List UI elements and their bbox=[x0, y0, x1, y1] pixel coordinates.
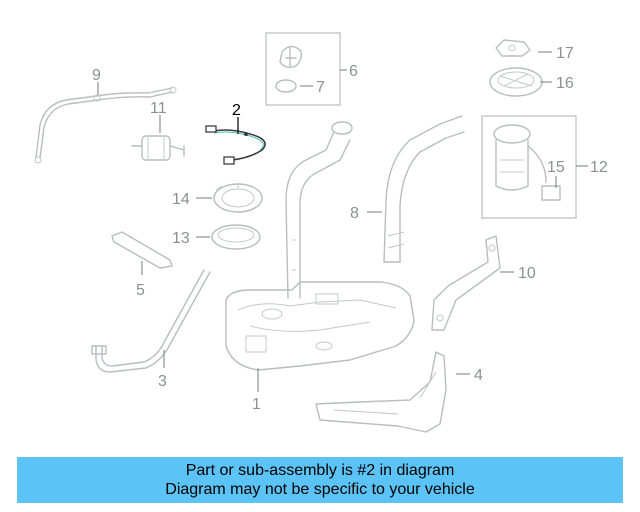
label-2: 2 bbox=[232, 102, 241, 119]
part-12-fuel-pump-assembly[interactable] bbox=[481, 115, 577, 219]
label-17: 17 bbox=[556, 45, 574, 62]
part-5-bracket[interactable] bbox=[111, 231, 173, 269]
label-6: 6 bbox=[349, 63, 358, 80]
part-1-fuel-tank[interactable] bbox=[225, 281, 415, 371]
part-4-heat-shield[interactable] bbox=[315, 351, 447, 433]
part-2-wiring-harness[interactable] bbox=[205, 125, 266, 165]
part-17-sensor[interactable] bbox=[495, 39, 531, 57]
info-banner: Part or sub-assembly is #2 in diagram Di… bbox=[17, 457, 623, 503]
label-8: 8 bbox=[350, 205, 359, 222]
label-1: 1 bbox=[252, 396, 261, 413]
part-11-fuel-filter[interactable] bbox=[131, 135, 185, 161]
part-16-lock-ring[interactable] bbox=[489, 67, 543, 97]
part-3-strap[interactable] bbox=[91, 269, 211, 373]
label-16: 16 bbox=[556, 75, 574, 92]
part-9-vent-hose[interactable] bbox=[34, 86, 177, 164]
banner-line-2: Diagram may not be specific to your vehi… bbox=[165, 481, 475, 498]
label-15: 15 bbox=[547, 159, 565, 176]
label-14: 14 bbox=[172, 191, 190, 208]
label-13: 13 bbox=[172, 230, 190, 247]
label-3: 3 bbox=[158, 373, 167, 390]
part-8-filler-pipe[interactable] bbox=[383, 115, 465, 263]
part-10-bracket[interactable] bbox=[431, 235, 501, 331]
filler-neck[interactable] bbox=[285, 121, 353, 299]
label-7: 7 bbox=[316, 79, 325, 96]
label-9: 9 bbox=[92, 67, 101, 84]
label-4: 4 bbox=[474, 367, 483, 384]
banner-line-1: Part or sub-assembly is #2 in diagram bbox=[185, 462, 455, 479]
part-6-assembly[interactable] bbox=[265, 32, 341, 106]
label-11: 11 bbox=[150, 100, 167, 117]
label-12: 12 bbox=[590, 159, 608, 176]
label-10: 10 bbox=[518, 265, 536, 282]
part-14-lock-ring[interactable] bbox=[213, 183, 263, 213]
parts-diagram: 9 11 2 6 7 14 13 bbox=[34, 32, 608, 433]
part-13-seal[interactable] bbox=[211, 224, 261, 250]
label-5: 5 bbox=[136, 282, 145, 299]
